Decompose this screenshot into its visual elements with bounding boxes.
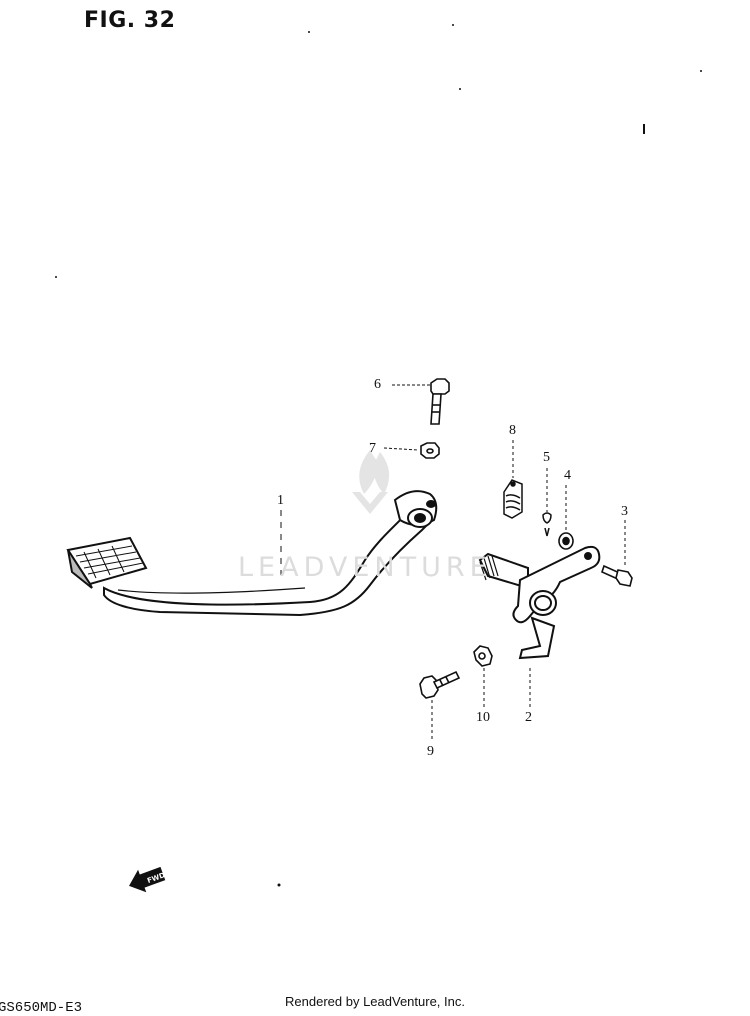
watermark-text: LEADVENTURE <box>238 552 492 583</box>
bolt-part-6 <box>430 378 450 425</box>
pin-part-5 <box>542 512 552 537</box>
print-specks <box>55 24 702 887</box>
callout-9: 9 <box>427 744 434 759</box>
callout-7: 7 <box>369 441 376 456</box>
callout-2: 2 <box>525 710 532 725</box>
callout-1: 1 <box>277 493 284 508</box>
leader-line-7 <box>383 447 419 451</box>
pedal-shaft-arm-part-2 <box>478 545 601 660</box>
leader-lines <box>280 384 626 742</box>
footer-credit: Rendered by LeadVenture, Inc. <box>285 994 465 1009</box>
callout-4: 4 <box>564 468 571 483</box>
model-code: GS650MD-E3 <box>0 1000 83 1016</box>
bolt-part-9 <box>419 670 461 699</box>
nut-part-7 <box>420 442 440 459</box>
callout-6: 6 <box>374 377 381 392</box>
bolt-part-3 <box>601 564 633 587</box>
watermark-logo-icon <box>352 450 390 514</box>
fwd-arrow-icon: FWD <box>129 866 166 893</box>
figure-title: FIG. 32 <box>84 8 176 33</box>
callout-5: 5 <box>543 450 550 465</box>
callout-8: 8 <box>509 423 516 438</box>
brake-pedal-part-1 <box>66 490 438 617</box>
callout-10: 10 <box>476 710 490 725</box>
callout-3: 3 <box>621 504 628 519</box>
nut-part-10 <box>473 645 493 667</box>
spring-part-8 <box>503 479 523 519</box>
washer-part-4 <box>558 532 574 550</box>
